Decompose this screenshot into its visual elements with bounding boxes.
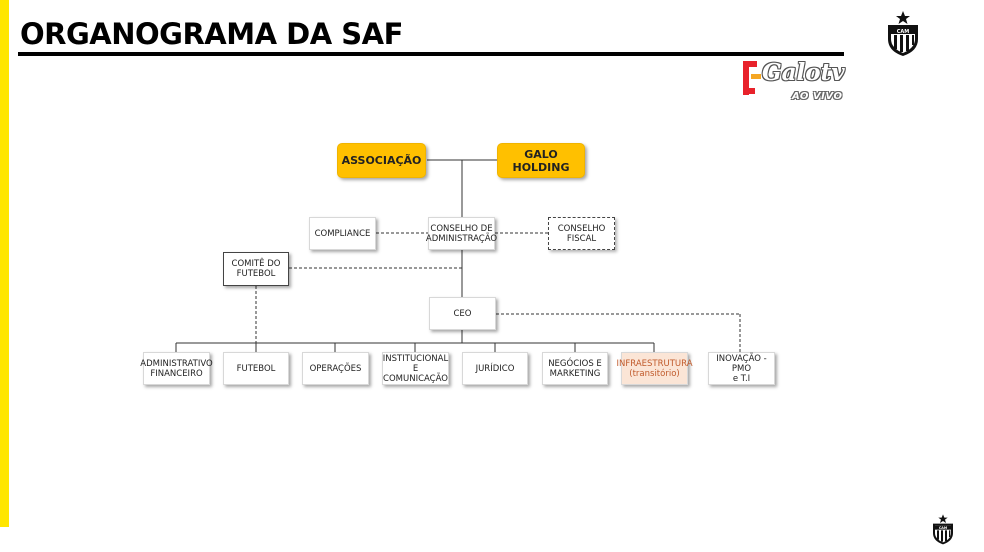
node-infraestrutura: INFRAESTRUTURA (transitório) bbox=[617, 352, 693, 385]
watermark-subtitle: AO VIVO bbox=[792, 91, 843, 102]
galo-tv-logo-icon bbox=[742, 60, 762, 96]
node-comite-futebol-line1: COMITÊ DO bbox=[231, 259, 281, 269]
svg-text:CAM: CAM bbox=[897, 29, 910, 35]
galo-tv-watermark: Galotv AO VIVO bbox=[740, 58, 860, 110]
node-conselho-administracao: CONSELHO DE ADMINISTRAÇÃO bbox=[425, 217, 498, 250]
node-galo-holding-line2: HOLDING bbox=[512, 160, 570, 174]
svg-text:CAM: CAM bbox=[939, 526, 947, 530]
club-crest-icon: CAM bbox=[884, 9, 922, 57]
node-galo-holding-line1: GALO bbox=[524, 147, 558, 161]
node-compliance-label: COMPLIANCE bbox=[314, 228, 371, 239]
node-administrativo-line2: FINANCEIRO bbox=[150, 368, 203, 379]
node-comite-futebol: COMITÊ DO FUTEBOL bbox=[223, 252, 289, 286]
node-associacao: ASSOCIAÇÃO bbox=[337, 143, 426, 178]
node-ceo-label: CEO bbox=[453, 308, 472, 319]
node-negocios-marketing: NEGÓCIOS E MARKETING bbox=[542, 352, 608, 385]
node-negocios-line2: MARKETING bbox=[549, 368, 601, 379]
node-ceo: CEO bbox=[429, 297, 496, 330]
node-negocios-line1: NEGÓCIOS E bbox=[548, 358, 602, 369]
node-juridico: JURÍDICO bbox=[462, 352, 528, 385]
node-compliance: COMPLIANCE bbox=[309, 217, 376, 250]
club-crest-icon: CAM bbox=[930, 513, 956, 545]
node-administrativo-line1: ADMINISTRATIVO bbox=[140, 358, 213, 369]
node-galo-holding: GALO HOLDING bbox=[497, 143, 585, 178]
node-conselho-fiscal-label: CONSELHO FISCAL bbox=[557, 223, 606, 244]
node-inovacao-line1: INOVAÇÃO - PMO bbox=[716, 353, 767, 374]
node-administrativo-financeiro: ADMINISTRATIVO FINANCEIRO bbox=[140, 352, 213, 385]
node-inovacao-line2: e T.I bbox=[732, 373, 751, 384]
node-operacoes: OPERAÇÕES bbox=[302, 352, 369, 385]
page-title: ORGANOGRAMA DA SAF bbox=[20, 17, 403, 51]
node-institucional-comunicacao: INSTITUCIONAL E COMUNICAÇÃO bbox=[382, 352, 449, 385]
node-institucional-line1: INSTITUCIONAL E bbox=[382, 353, 449, 374]
node-conselho-administracao-line1: CONSELHO DE bbox=[430, 223, 493, 234]
node-associacao-label: ASSOCIAÇÃO bbox=[341, 154, 422, 167]
accent-bar bbox=[0, 0, 9, 527]
node-inovacao-pmo-ti: INOVAÇÃO - PMO e T.I bbox=[708, 352, 775, 385]
title-underline bbox=[18, 52, 844, 56]
node-futebol: FUTEBOL bbox=[223, 352, 289, 385]
node-futebol-label: FUTEBOL bbox=[236, 363, 276, 374]
node-institucional-line2: COMUNICAÇÃO bbox=[383, 373, 448, 384]
node-operacoes-label: OPERAÇÕES bbox=[309, 363, 362, 374]
node-comite-futebol-line2: FUTEBOL bbox=[236, 269, 276, 279]
watermark-brand: Galotv bbox=[762, 59, 845, 86]
node-infraestrutura-line1: INFRAESTRUTURA bbox=[616, 358, 693, 369]
node-conselho-administracao-line2: ADMINISTRAÇÃO bbox=[425, 233, 498, 244]
node-conselho-fiscal: CONSELHO FISCAL bbox=[548, 217, 615, 250]
node-infraestrutura-line2: (transitório) bbox=[629, 368, 680, 379]
node-juridico-label: JURÍDICO bbox=[475, 363, 515, 374]
